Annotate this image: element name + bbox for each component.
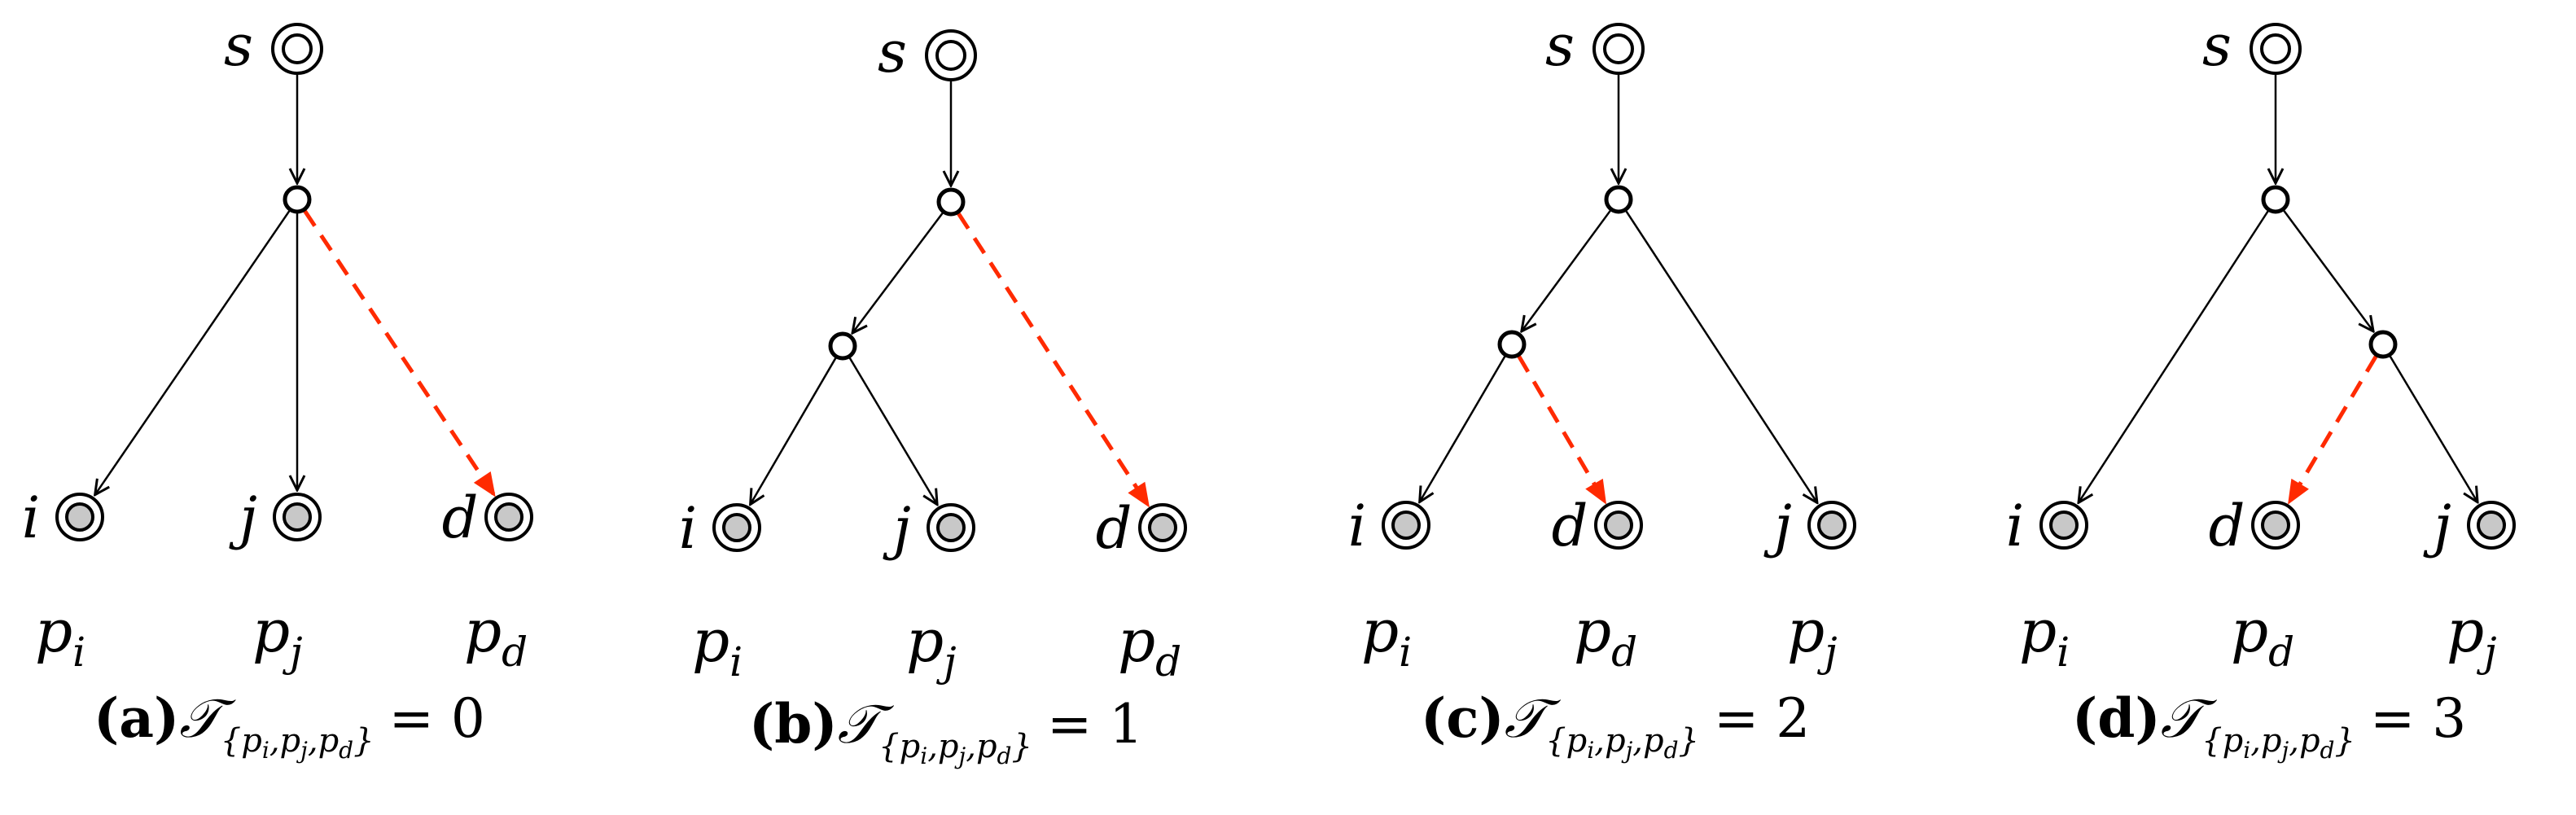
- prob-label: pj: [2447, 597, 2497, 676]
- prob-label: pd: [464, 597, 528, 676]
- leaf-label: d: [442, 484, 479, 551]
- prob-label: pj: [1787, 597, 1838, 676]
- leaf-node-inner: [283, 502, 312, 532]
- prob-label: pd: [1574, 597, 1637, 676]
- tree-edge: [2389, 355, 2477, 502]
- tree-edge: [2283, 209, 2372, 331]
- panel-b: s i pi j pj d pd(b)𝒯{pi,pj,pd}= 1: [679, 19, 1187, 769]
- root-node-inner: [935, 40, 966, 71]
- leaf-label: j: [2423, 493, 2451, 559]
- leaf-label: i: [22, 484, 40, 551]
- leaf-node-inner: [1604, 510, 1633, 540]
- internal-node: [2261, 185, 2290, 214]
- prob-label: pd: [2231, 597, 2294, 676]
- tree-edge: [1625, 210, 1816, 502]
- dashed-edge: [1517, 355, 1605, 502]
- leaf-label: i: [2006, 493, 2024, 559]
- leaf-node-inner: [1148, 513, 1177, 542]
- prob-label: pj: [906, 607, 957, 686]
- leaf-node-inner: [1817, 510, 1847, 540]
- leaf-label: i: [679, 495, 697, 562]
- tree-edge: [751, 357, 837, 504]
- root-node-inner: [282, 33, 313, 64]
- panel-a: s i pi j pj d pd (a)𝒯{pi,pj,pd}= 0: [22, 12, 533, 764]
- tree-edge: [95, 210, 291, 494]
- leaf-label: i: [1348, 493, 1366, 559]
- internal-node: [936, 187, 966, 217]
- tree-edge: [2079, 210, 2269, 502]
- internal-node: [1604, 185, 1633, 214]
- leaf-node-inner: [1391, 510, 1421, 540]
- panel-d: s i pi d pd j pj (d)𝒯{pi,pj,pd}= 3: [2006, 12, 2516, 764]
- root-node-inner: [1603, 33, 1634, 64]
- internal-node: [283, 185, 312, 214]
- prob-label: pi: [35, 597, 85, 676]
- leaf-node-inner: [2261, 510, 2290, 540]
- internal-node: [828, 331, 857, 361]
- root-label: s: [224, 12, 253, 79]
- panel-c: s i pi d pd j pj (c)𝒯{pi,pj,pd}= 2: [1348, 12, 1856, 764]
- internal-node: [1497, 330, 1527, 359]
- panel-caption: (d)𝒯{pi,pj,pd}= 3: [2072, 686, 2466, 764]
- leaf-label: j: [229, 484, 257, 551]
- dashed-edge: [303, 209, 493, 494]
- leaf-label: d: [1552, 493, 1588, 559]
- panel-caption: (a)𝒯{pi,pj,pd}= 0: [94, 686, 485, 764]
- panel-caption: (c)𝒯{pi,pj,pd}= 2: [1421, 686, 1810, 764]
- tree-edge: [848, 357, 937, 504]
- leaf-label: j: [1763, 493, 1792, 559]
- leaf-label: d: [1096, 495, 1132, 562]
- leaf-node-inner: [494, 502, 524, 532]
- leaf-label: j: [883, 495, 911, 562]
- root-label: s: [2202, 12, 2232, 79]
- prob-label: pi: [692, 607, 743, 686]
- root-label: s: [878, 19, 907, 85]
- dashed-edge: [957, 212, 1147, 504]
- leaf-node-inner: [722, 513, 751, 542]
- prob-label: pi: [1361, 597, 1412, 676]
- prob-label: pj: [252, 597, 303, 676]
- tree-edge: [1522, 209, 1611, 331]
- leaf-label: d: [2209, 493, 2245, 559]
- root-label: s: [1545, 12, 1575, 79]
- internal-node: [2368, 330, 2398, 359]
- prob-label: pd: [1118, 607, 1181, 686]
- root-node-inner: [2260, 33, 2291, 64]
- tree-edge: [853, 212, 944, 333]
- leaf-node-inner: [2477, 510, 2506, 540]
- panel-caption: (b)𝒯{pi,pj,pd}= 1: [749, 692, 1143, 769]
- prob-label: pi: [2019, 597, 2070, 676]
- leaf-node-inner: [2049, 510, 2079, 540]
- tree-edge: [1420, 356, 1506, 502]
- dashed-edge: [2289, 355, 2378, 502]
- leaf-node-inner: [936, 513, 966, 542]
- leaf-node-inner: [65, 502, 94, 532]
